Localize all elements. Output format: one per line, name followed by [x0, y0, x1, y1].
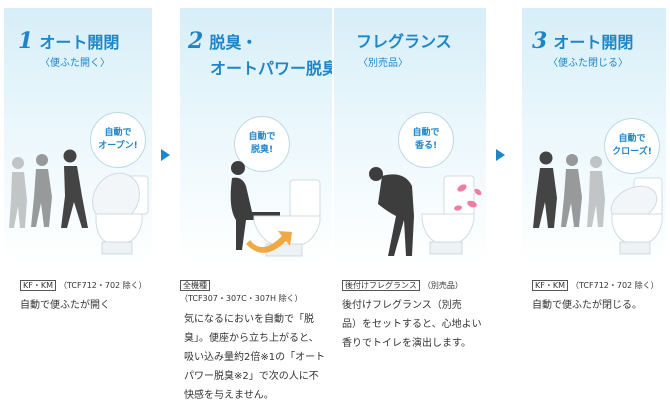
step1-scene-illustration: [9, 149, 149, 255]
step3-tag: KF・KM（TCF712・702 除く）: [532, 280, 659, 291]
step-arrow-1: [161, 149, 170, 161]
fragrance-scene-illustration: [369, 167, 482, 256]
step3-description: 自動で便ふたが閉じる。: [532, 300, 642, 311]
step3-scene-illustration: [533, 151, 663, 255]
step2-scene-illustration: [230, 161, 321, 257]
step-arrow-2: [496, 149, 505, 161]
step2-description: 気になるにおいを自動で「脱 臭」。便座から立ち上がると、 吸い込み量約2倍※1の…: [184, 314, 326, 401]
fragrance-description: 後付けフレグランス（別売 品）をセットすると、心地よい 香りでトイレを演出します…: [342, 300, 482, 349]
step1-bubble: 自動で オープン!: [90, 112, 146, 168]
step3-bubble: 自動で クローズ!: [604, 118, 660, 174]
step1-description: 自動で便ふたが開く: [20, 300, 110, 311]
step1-tag: KF・KM（TCF712・702 除く）: [20, 280, 147, 291]
step1-subtitle: 〈便ふた開く〉: [40, 58, 110, 69]
step2-title-line2: オートパワー脱臭: [210, 59, 332, 78]
step2-tag-note: （TCF307・307C・307H 除く）: [180, 294, 303, 303]
step3-subtitle: 〈便ふた閉じる〉: [548, 58, 628, 69]
fragrance-tag: 後付けフレグランス（別売品）: [342, 280, 463, 291]
fragrance-title: フレグランス: [356, 32, 452, 51]
step2-bubble: 自動で 脱臭!: [234, 116, 290, 172]
fragrance-panel: フレグランス 〈別売品〉 自動で 香る!: [334, 8, 486, 263]
fragrance-bubble: 自動で 香る!: [398, 112, 454, 168]
step2-tag: 全機種: [180, 280, 213, 291]
fragrance-subtitle: 〈別売品〉: [358, 58, 408, 69]
